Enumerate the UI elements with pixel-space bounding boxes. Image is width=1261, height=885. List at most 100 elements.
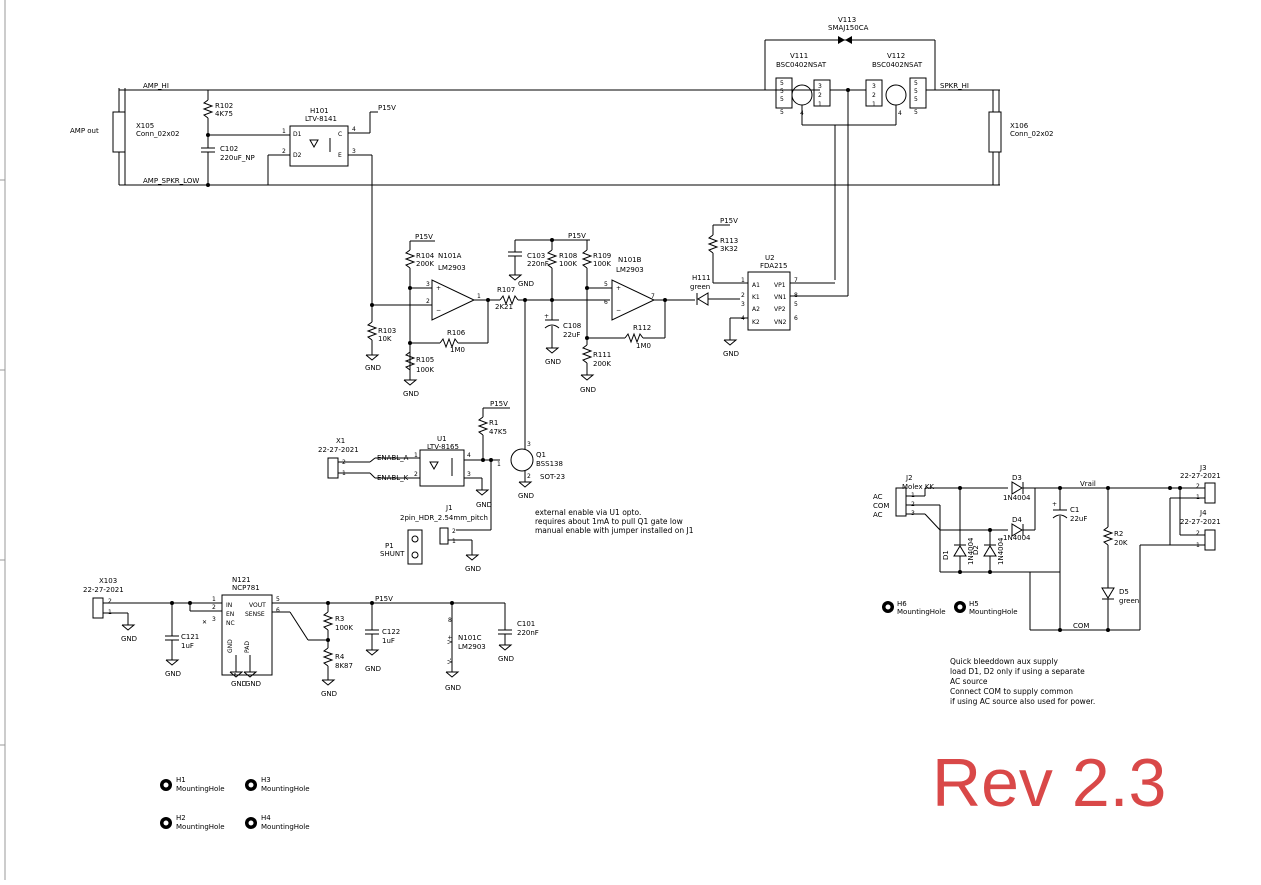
schematic-label: GND xyxy=(465,565,481,573)
net-com: COM xyxy=(1073,622,1089,630)
schematic-label: GND xyxy=(518,280,534,288)
svg-text:1: 1 xyxy=(818,101,822,108)
svg-text:2: 2 xyxy=(108,598,112,605)
tvs-v113: V113 SMAJ150CA xyxy=(764,16,936,90)
connector-j2: J2 Molex KK AC COM AC 1 2 3 xyxy=(873,474,1008,572)
schematic-label: X1 xyxy=(336,437,345,445)
mounting-hole-h1: H1 MountingHole xyxy=(160,776,225,793)
led-h111: H111 green xyxy=(690,274,740,306)
svg-text:3: 3 xyxy=(872,83,876,90)
svg-text:2: 2 xyxy=(818,92,822,99)
schematic-label: C108 xyxy=(563,322,581,330)
schematic-label: N101C xyxy=(458,634,482,642)
schematic-label: P15V xyxy=(720,217,738,225)
svg-text:5: 5 xyxy=(780,88,784,95)
schematic-label: D5 xyxy=(1119,588,1129,596)
schematic-label: LM2903 xyxy=(616,266,644,274)
svg-text:✕: ✕ xyxy=(202,619,207,626)
schematic-label: N101B xyxy=(618,256,642,264)
r102-value: 4K75 xyxy=(215,110,233,118)
bleed-note-4: Connect COM to supply common xyxy=(950,687,1073,696)
schematic-label: A1 xyxy=(752,282,760,289)
schematic-label: GND xyxy=(445,684,461,692)
capacitor-c102: C102 220uF_NP xyxy=(201,133,255,187)
bleed-note-3: AC source xyxy=(950,677,988,686)
svg-text:2: 2 xyxy=(1196,483,1200,490)
svg-text:2: 2 xyxy=(212,604,216,611)
net-amp-spkr-low: AMP_SPKR_LOW xyxy=(143,177,199,185)
schematic-label: 200K xyxy=(416,260,434,268)
svg-text:1: 1 xyxy=(414,452,418,459)
schematic-label: SOT-23 xyxy=(540,473,565,481)
schematic-label: LM2903 xyxy=(438,264,466,272)
schematic-label: R3 xyxy=(335,615,344,623)
schematic-label: SENSE xyxy=(245,611,265,618)
schematic-label: P1 xyxy=(385,542,394,550)
schematic-label: H6 xyxy=(897,600,907,608)
capacitor-c122: C122 1uF GND xyxy=(365,603,400,673)
schematic-label: 3K32 xyxy=(720,245,738,253)
svg-text:5: 5 xyxy=(914,109,918,116)
svg-text:6: 6 xyxy=(276,607,280,614)
svg-text:2: 2 xyxy=(1196,530,1200,537)
schematic-label: R111 xyxy=(593,351,611,359)
connector-x106: X106 Conn_02x02 xyxy=(988,90,1054,185)
schematic-label: C122 xyxy=(382,628,400,636)
schematic-label: E xyxy=(338,152,342,159)
schematic-label: D2 xyxy=(972,545,980,555)
h101-value: LTV-8141 xyxy=(305,115,337,123)
schematic-label: A2 xyxy=(752,306,760,313)
schematic-label: V+ xyxy=(447,635,454,644)
schematic-label: SHUNT xyxy=(380,550,405,558)
mounting-hole-h5: H5 MountingHole xyxy=(954,600,1018,616)
schematic-label: 220nF xyxy=(527,260,549,268)
schematic-label: 1uF xyxy=(181,642,194,650)
net-p15v-rail: P15V xyxy=(375,595,393,603)
schematic-label: GND xyxy=(580,386,596,394)
svg-text:1: 1 xyxy=(497,461,501,468)
schematic-label: R107 xyxy=(497,286,515,294)
bleed-note-2: load D1, D2 only if using a separate xyxy=(950,667,1085,676)
schematic-label: U1 xyxy=(437,435,447,443)
schematic-label: VP2 xyxy=(774,306,786,313)
resistor-r113: P15V R113 3K32 xyxy=(707,217,748,284)
schematic-label: H111 xyxy=(692,274,711,282)
svg-text:2: 2 xyxy=(452,528,456,535)
svg-text:7: 7 xyxy=(651,293,655,300)
svg-text:3: 3 xyxy=(352,148,356,155)
schematic-label: green xyxy=(690,283,710,291)
svg-text:−: − xyxy=(436,307,441,314)
schematic-label: R4 xyxy=(335,653,345,661)
schematic-label: GND xyxy=(403,390,419,398)
diode-d2: D2 1N4004 xyxy=(972,530,1005,574)
r102-ref: R102 xyxy=(215,102,233,110)
schematic-label: 22-27-2021 xyxy=(1180,518,1221,526)
schematic-label: GND xyxy=(545,358,561,366)
svg-text:1: 1 xyxy=(477,293,481,300)
net-spkr-hi: SPKR_HI xyxy=(940,82,969,90)
v111-ref: V111 xyxy=(790,52,808,60)
svg-text:5: 5 xyxy=(780,80,784,87)
schematic-label: BSS138 xyxy=(536,460,563,468)
capacitor-c1: + C1 22uF xyxy=(1052,488,1087,632)
schematic-label: 10K xyxy=(378,335,392,343)
schematic-label: GND xyxy=(121,635,137,643)
resistor-r105: R105 100K GND xyxy=(403,351,434,398)
resistor-r3: R3 100K xyxy=(322,603,353,648)
svg-text:3: 3 xyxy=(527,441,531,448)
c102-value: 220uF_NP xyxy=(220,154,255,162)
schematic-label: H2 xyxy=(176,814,186,822)
schematic-label: Vrail xyxy=(1080,480,1096,488)
mounting-holes: H1 MountingHole H3 MountingHole H2 Mount… xyxy=(160,776,310,831)
schematic-label: K2 xyxy=(752,319,760,326)
schematic-label: EN xyxy=(226,611,234,618)
resistor-r112: R112 1M0 xyxy=(585,300,666,350)
diode-d1: D1 1N4004 xyxy=(940,488,1060,574)
svg-text:+: + xyxy=(544,313,549,320)
svg-text:1: 1 xyxy=(872,101,876,108)
schematic-label: C121 xyxy=(181,633,199,641)
svg-text:2: 2 xyxy=(741,292,745,299)
diode-d3: D3 1N4004 Vrail xyxy=(1003,474,1170,502)
resistor-r1: P15V R1 47K5 xyxy=(477,400,510,460)
